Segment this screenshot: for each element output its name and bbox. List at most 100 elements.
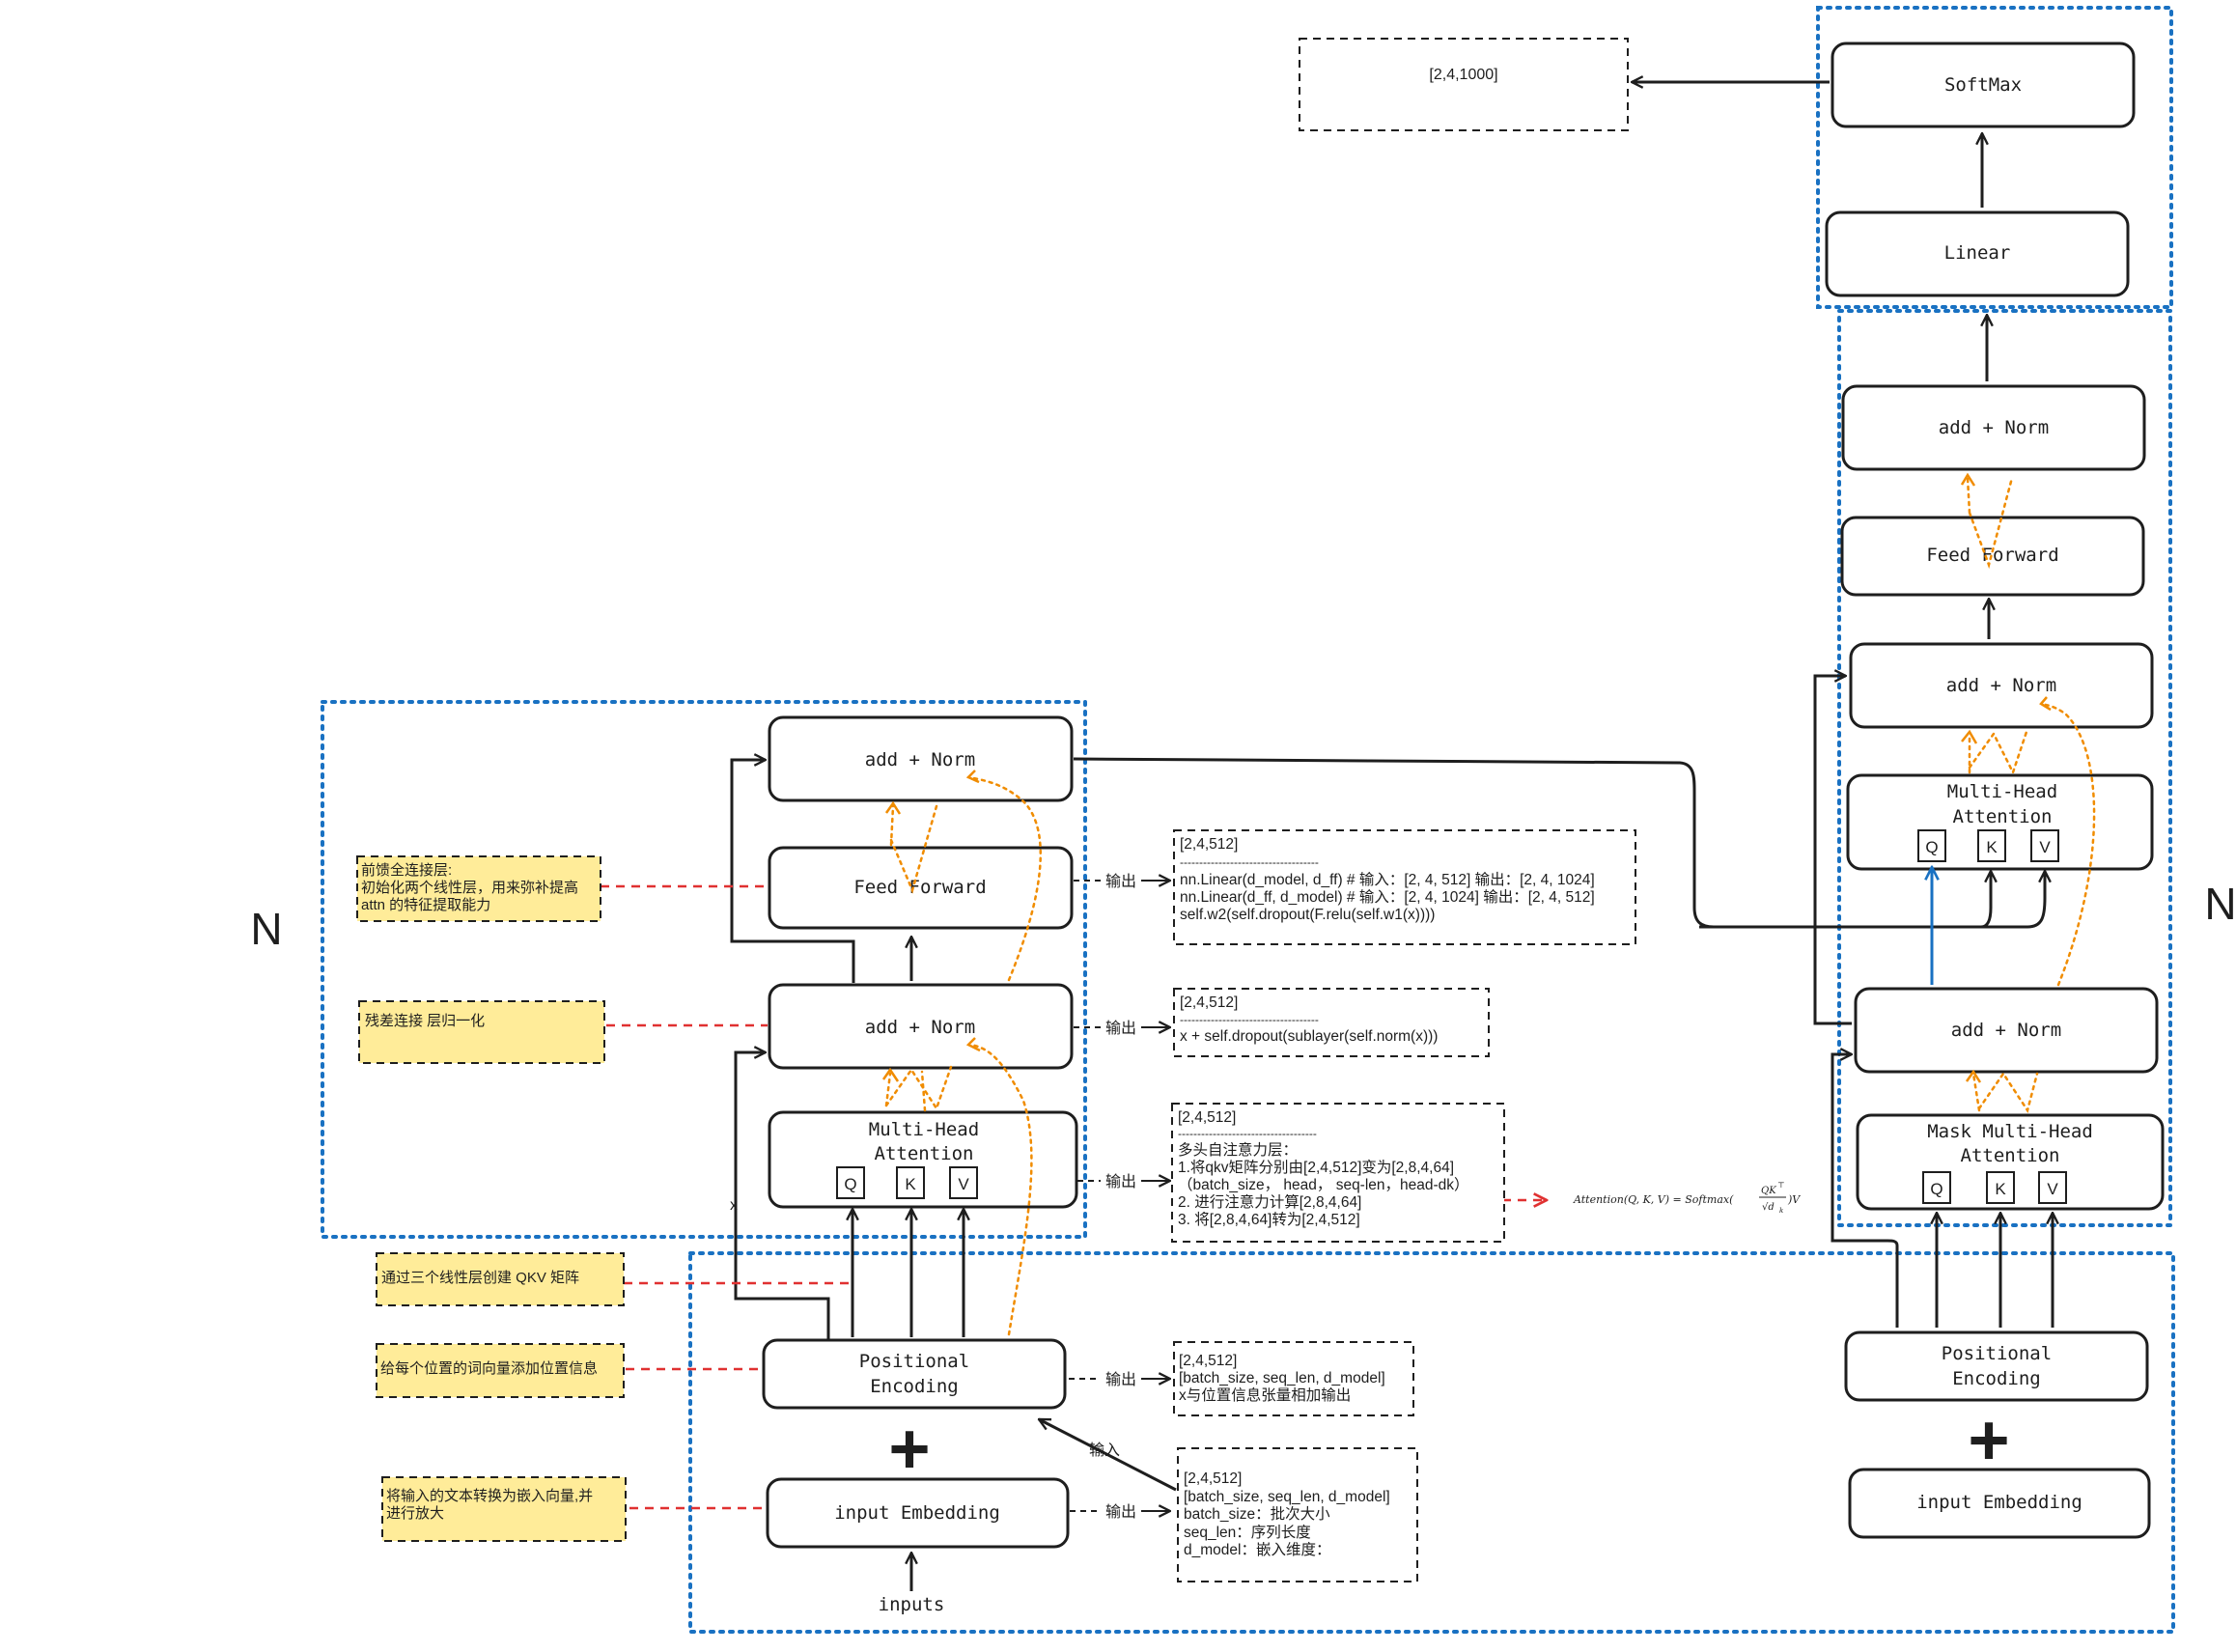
decoder-mha-line1: Multi-Head <box>1947 781 2057 802</box>
decoder-add-norm-bottom[interactable] <box>1854 987 2159 1074</box>
ff-sticky-line-2: attn 的特征提取能力 <box>361 897 490 913</box>
ff-note-line-1: ------------------------------------ <box>1180 855 1319 869</box>
formula-rhs: )V <box>1787 1193 1801 1206</box>
formula-num: QK <box>1761 1186 1776 1196</box>
encoder-mha-line1: Multi-Head <box>869 1119 979 1140</box>
encoder-input-embedding[interactable] <box>766 1477 1070 1549</box>
mha-note-line-4: （batch_size， head， seq-len，head-dk） <box>1178 1177 1469 1193</box>
mha-note-line-1: ------------------------------------ <box>1178 1127 1317 1140</box>
decoder-add-norm-mid[interactable] <box>1849 642 2154 729</box>
decoder-v-port[interactable] <box>2030 829 2059 862</box>
encoder-add-norm-mid[interactable] <box>768 983 1074 1070</box>
decoder-q-port[interactable] <box>1917 829 1946 862</box>
decoder-linear[interactable] <box>1825 210 2130 297</box>
emb-note-line-1: [batch_size, seq_len, d_model] <box>1184 1489 1390 1505</box>
emb-note-line-4: d_model：嵌入维度： <box>1184 1541 1330 1558</box>
decoder-v-label: V <box>2039 838 2051 856</box>
qkv-sticky-line-0: 通过三个线性层创建 QKV 矩阵 <box>381 1270 579 1286</box>
decoder-q-label: Q <box>1925 838 1938 856</box>
decoder-add-norm-mid-label: add + Norm <box>1946 675 2056 696</box>
output-arrows <box>1069 880 1101 1512</box>
decoder-layer-group <box>1837 309 2172 1227</box>
ff-sticky-line-1: 初始化两个线性层，用来弥补提高 <box>361 879 578 896</box>
encoder-feed-forward[interactable] <box>768 846 1074 930</box>
encoder-feed-forward-label: Feed Forward <box>853 877 986 898</box>
decoder-positional-encoding[interactable] <box>1844 1330 2149 1402</box>
input-to-pos-label: 输入 <box>1089 1442 1120 1459</box>
encoder-k-port[interactable] <box>896 1166 925 1199</box>
ff-note-line-4: self.w2(self.dropout(F.relu(self.w1(x)))… <box>1180 907 1435 923</box>
decoder-mask-v-port[interactable] <box>2038 1171 2067 1204</box>
pos-note-box <box>1173 1341 1414 1416</box>
decoder-feed-forward[interactable] <box>1840 516 2145 597</box>
pos-note-line-0: [2,4,512] <box>1179 1353 1237 1369</box>
decoder-mask-q-label: Q <box>1930 1180 1943 1198</box>
decoder-mask-line1: Mask Multi-Head <box>1927 1121 2093 1142</box>
pos-sticky-line-0: 给每个位置的词向量添加位置信息 <box>380 1360 598 1377</box>
ff-note-line-3: nn.Linear(d_ff, d_model) # 输入：[2, 4, 102… <box>1180 888 1595 906</box>
encoder-positional-encoding[interactable] <box>762 1338 1067 1410</box>
out-mha-label: 输出 <box>1105 1173 1136 1190</box>
sticky-links <box>601 884 850 1510</box>
decoder-add-norm-top[interactable] <box>1841 384 2146 471</box>
formula-den: √d <box>1762 1202 1775 1213</box>
addnorm-note-line-0: [2,4,512] <box>1180 994 1238 1011</box>
encoder-pos-line1: Positional <box>859 1351 969 1372</box>
decoder-linear-label: Linear <box>1944 242 2011 264</box>
addnorm-note-line-2: x + self.dropout(sublayer(self.norm(x))) <box>1180 1028 1438 1045</box>
encoder-q-label: Q <box>844 1175 856 1193</box>
encoder-x-label: x <box>730 1197 738 1214</box>
ff-note-line-0: [2,4,512] <box>1180 836 1238 853</box>
addnorm-note-line-1: ------------------------------------ <box>1180 1013 1319 1026</box>
mha-note-line-6: 3. 将[2,8,4,64]转为[2,4,512] <box>1178 1211 1360 1228</box>
emb-sticky-line-0: 将输入的文本转换为嵌入向量,并 <box>386 1488 593 1504</box>
emb-sticky-line-1: 进行放大 <box>386 1505 444 1522</box>
decoder-mask-q-port[interactable] <box>1922 1171 1951 1204</box>
decoder-input-embedding-label: input Embedding <box>1916 1492 2082 1513</box>
residual-connections <box>884 476 2096 1336</box>
addnorm-note-box <box>1173 988 1490 1057</box>
output-arrow-heads <box>1141 881 1170 1511</box>
residual-arrowheads <box>881 472 2052 1083</box>
decoder-pos-line1: Positional <box>1942 1343 2052 1364</box>
decoder-k-port[interactable] <box>1977 829 2006 862</box>
output-head-group <box>1816 6 2173 309</box>
decoder-add-norm-top-label: add + Norm <box>1939 417 2049 438</box>
decoder-mha-line2: Attention <box>1953 806 2053 827</box>
out-addnorm-label: 输出 <box>1105 1020 1136 1037</box>
out-ff-label: 输出 <box>1105 873 1136 890</box>
encoder-input-embedding-label: input Embedding <box>834 1502 1000 1524</box>
emb-note-line-3: seq_len：序列长度 <box>1184 1524 1311 1541</box>
decoder-pos-line2: Encoding <box>1952 1368 2041 1389</box>
encoder-add-norm-mid-label: add + Norm <box>865 1017 975 1038</box>
emb-sticky <box>381 1476 627 1542</box>
output-shape-box <box>1299 38 1629 131</box>
embedding-group <box>688 1251 2175 1634</box>
mha-note-line-5: 2. 进行注意力计算[2,8,4,64] <box>1178 1192 1361 1211</box>
encoder-add-norm-top[interactable] <box>768 715 1074 802</box>
decoder-add-norm-bottom-label: add + Norm <box>1951 1020 2061 1041</box>
encoder-plus-sign: + <box>888 1409 930 1489</box>
decoder-input-embedding[interactable] <box>1848 1468 2151 1539</box>
ff-sticky-line-0: 前馈全连接层: <box>361 861 452 879</box>
decoder-k-label: K <box>1986 838 1998 856</box>
decoder-softmax[interactable] <box>1831 42 2136 128</box>
qkv-sticky <box>376 1252 625 1306</box>
encoder-v-port[interactable] <box>949 1166 978 1199</box>
addnorm-sticky <box>358 1000 605 1064</box>
output-shape-label: [2,4,1000] <box>1429 67 1497 83</box>
emb-note-line-0: [2,4,512] <box>1184 1470 1242 1487</box>
ff-note-line-2: nn.Linear(d_model, d_ff) # 输入：[2, 4, 512… <box>1180 871 1595 888</box>
encoder-q-port[interactable] <box>836 1166 865 1199</box>
emb-note-line-2: batch_size：批次大小 <box>1184 1505 1330 1523</box>
decoder-mask-k-port[interactable] <box>1986 1171 2015 1204</box>
encoder-mha-line2: Attention <box>875 1143 974 1164</box>
formula-lhs: Attention(Q, K, V) = Softmax( <box>1573 1193 1734 1206</box>
mha-note-line-0: [2,4,512] <box>1178 1109 1236 1126</box>
encoder-inputs-label: inputs <box>879 1594 945 1615</box>
mha-note-line-3: 1.将qkv矩阵分别由[2,4,512]变为[2,8,4,64] <box>1178 1159 1454 1176</box>
decoder-mask-v-label: V <box>2047 1180 2058 1198</box>
ff-sticky <box>356 855 601 922</box>
encoder-k-label: K <box>905 1175 916 1193</box>
